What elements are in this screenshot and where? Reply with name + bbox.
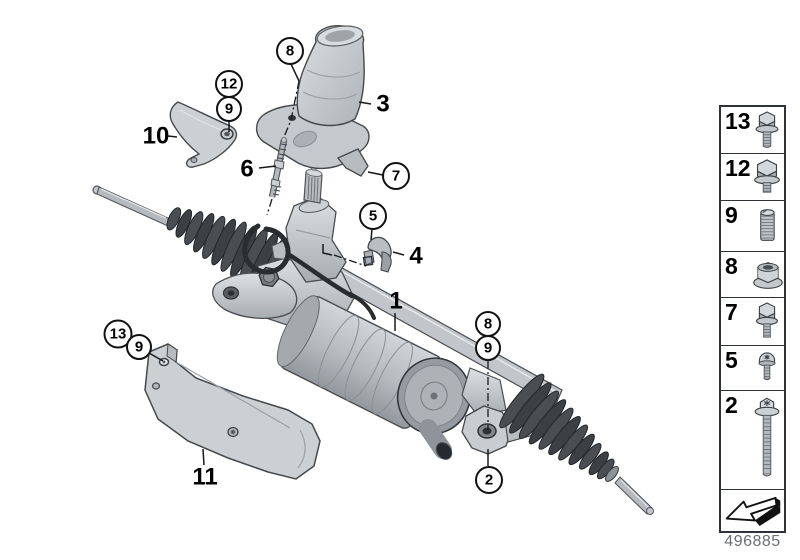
ecu-disc — [396, 357, 472, 435]
holder-bracket — [169, 101, 238, 168]
part-label-1: 1 — [389, 288, 402, 315]
part-label-6: 6 — [240, 156, 253, 183]
legend-row-5: 5 — [721, 346, 784, 391]
callout-label: 9 — [135, 339, 143, 356]
legend-row-arrow — [721, 490, 784, 531]
part-label-4: 4 — [409, 243, 423, 270]
steering-motor — [276, 295, 472, 460]
callout-label: 9 — [225, 101, 233, 118]
callout-label: 8 — [484, 316, 492, 333]
callout-label: 2 — [485, 472, 493, 489]
legend-number: 9 — [725, 201, 738, 228]
legend-row-7: 7 — [721, 298, 784, 346]
part-label-3: 3 — [376, 91, 389, 118]
document-number: 496885 — [724, 533, 781, 550]
part-label-11: 11 — [192, 464, 217, 491]
leader-lines — [148, 63, 489, 466]
heat-shield-plate — [144, 343, 321, 480]
callout-top-9: 9 — [216, 96, 242, 122]
cable-clamp — [362, 236, 392, 273]
callout-label: 7 — [392, 168, 400, 185]
callout-top-8: 8 — [276, 37, 304, 65]
legend-number: 13 — [725, 108, 751, 134]
part-label-10: 10 — [143, 123, 170, 150]
callout-top-12: 12 — [215, 70, 243, 98]
legend-number: 5 — [725, 346, 738, 373]
legend-row-9: 9 — [721, 201, 784, 253]
left-tie-rod — [92, 185, 171, 227]
threaded-stud — [268, 137, 288, 198]
callout-label: 8 — [286, 43, 294, 60]
callout-label: 5 — [369, 208, 377, 225]
legend-number: 12 — [725, 154, 751, 181]
callout-shield-9: 9 — [126, 334, 152, 360]
hex-flange-bolt-short-icon — [749, 154, 784, 200]
legend-number: 7 — [725, 299, 738, 326]
fastener-legend: 13 12 9 — [719, 105, 786, 533]
torx-pan-screw-icon — [749, 346, 784, 390]
hex-flange-bolt-icon — [749, 107, 784, 153]
legend-row-8: 8 — [721, 252, 784, 299]
legend-number: 8 — [725, 253, 738, 280]
legend-row-12: 12 — [721, 154, 784, 201]
long-torx-bolt-icon — [749, 391, 784, 490]
callout-mount-9: 9 — [475, 335, 501, 361]
callout-mount-8: 8 — [475, 311, 501, 337]
legend-row-2: 2 — [721, 391, 784, 491]
flange-nut-icon — [749, 252, 784, 297]
callout-label: 9 — [484, 340, 492, 357]
callout-cover-7: 7 — [382, 162, 410, 190]
direction-arrow-icon — [721, 490, 784, 531]
right-boot-bellows — [499, 373, 619, 482]
threaded-insert-icon — [749, 201, 784, 252]
legend-row-13: 13 — [721, 107, 784, 154]
right-tie-rod — [614, 476, 654, 515]
legend-number: 2 — [725, 391, 738, 418]
callout-clamp-5: 5 — [359, 202, 387, 230]
steering-spindle-cover — [255, 25, 370, 177]
callout-label: 12 — [221, 76, 238, 93]
callout-label: 13 — [110, 326, 127, 343]
callout-shield-13: 13 — [103, 319, 133, 349]
hex-flange-bolt-stub-icon — [749, 298, 784, 345]
wiring-harness — [242, 223, 376, 320]
callout-mount-2: 2 — [475, 466, 503, 494]
